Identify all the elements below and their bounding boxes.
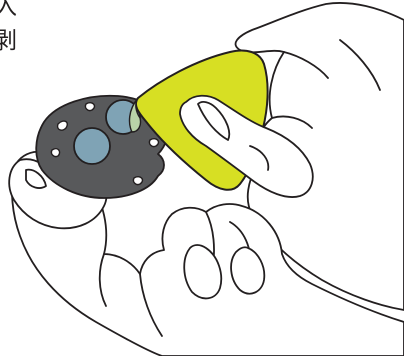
lens-bottom [74,128,110,164]
